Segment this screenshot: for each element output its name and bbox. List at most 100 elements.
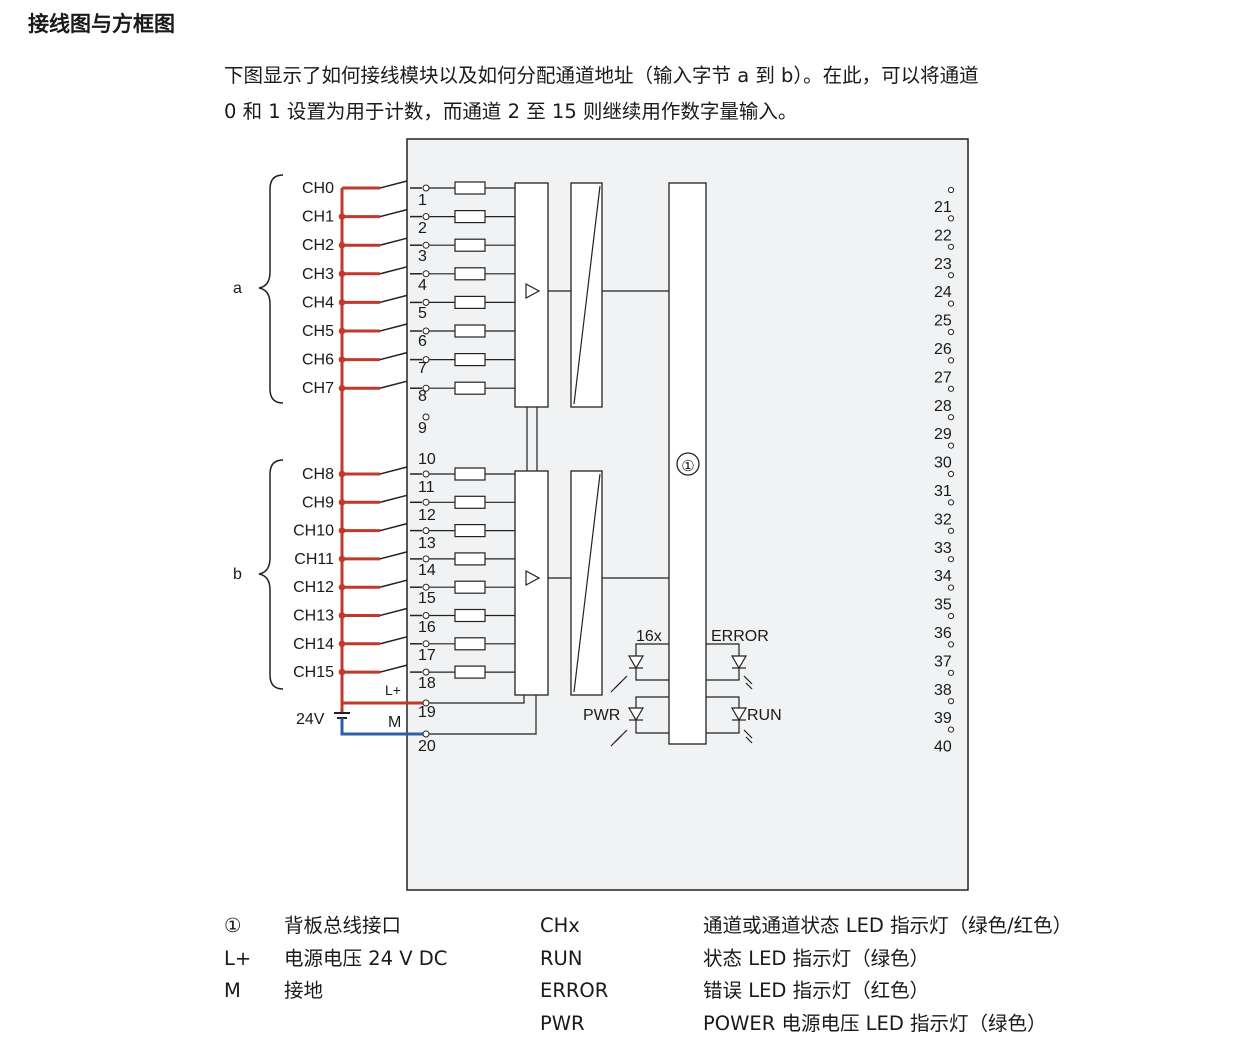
switch-7: [379, 380, 408, 389]
right-terminal-pin-32: [947, 499, 955, 506]
legend-row: L+电源电压 24 V DC: [224, 943, 524, 976]
terminal-pin-10: [422, 527, 430, 535]
right-terminal-number-22: 22: [934, 227, 952, 244]
right-terminal-pin-22: [947, 215, 955, 222]
supply-node-8: [338, 470, 346, 478]
led-error-group: [706, 643, 753, 690]
terminal-pin-18: [422, 699, 430, 707]
right-terminal-number-29: 29: [934, 426, 952, 443]
supply-node-15: [338, 668, 346, 676]
right-terminal-number-25: 25: [934, 313, 952, 330]
channel-label-0: CH0: [302, 180, 334, 197]
terminal-number-8: 8: [418, 388, 427, 405]
channel-label-5: CH5: [302, 323, 334, 340]
channel-label-15: CH15: [293, 664, 334, 681]
switch-2: [379, 237, 408, 246]
terminal-number-3: 3: [418, 248, 427, 265]
terminal-pin-1: [422, 213, 430, 221]
channel-label-11: CH11: [294, 551, 334, 568]
terminal-number-5: 5: [418, 305, 427, 322]
right-terminal-number-27: 27: [934, 369, 952, 386]
right-terminal-pin-31: [947, 470, 955, 478]
right-terminal-pin-25: [947, 300, 955, 307]
right-terminal-number-38: 38: [934, 682, 952, 699]
channel-label-2: CH2: [302, 237, 334, 254]
right-terminal-pin-28: [947, 385, 955, 392]
right-terminal-number-40: 40: [934, 739, 952, 756]
terminal-number-7: 7: [418, 360, 427, 377]
buffer-symbol-b: [525, 569, 541, 587]
section-heading: 接线图与方框图: [28, 12, 175, 36]
terminal-number-11: 11: [418, 479, 435, 496]
led-error-label: ERROR: [711, 628, 769, 645]
legend-term: ERROR: [540, 979, 609, 1002]
right-terminal-number-31: 31: [934, 483, 952, 500]
lplus-internal-line: [426, 695, 525, 704]
right-terminal-number-32: 32: [934, 511, 952, 528]
terminal-number-15: 15: [418, 590, 436, 607]
legend-term: CHx: [540, 914, 580, 937]
channel-label-7: CH7: [302, 380, 334, 397]
right-terminal-pin-24: [947, 272, 955, 279]
terminal-pin-8: [422, 470, 430, 478]
supply-node-2: [338, 241, 346, 249]
input-resistor-6: [454, 353, 486, 367]
legend-symbol: ①: [224, 914, 242, 937]
terminal-number-2: 2: [418, 220, 427, 237]
input-resistor-3: [454, 267, 486, 281]
terminal-strips: 1234567891011121314151617181920212223242…: [418, 186, 955, 756]
legend-text: POWER 电源电压 LED 指示灯（绿色）: [703, 1011, 1047, 1035]
intro-line-1: 下图显示了如何接线模块以及如何分配通道地址（输入字节 a 到 b）。在此，可以将…: [224, 64, 979, 87]
terminal-number-16: 16: [418, 619, 436, 636]
legend-symbol: L+: [224, 946, 252, 970]
led-16x-group: [610, 643, 669, 693]
m-label: M: [388, 714, 401, 731]
input-resistor-13: [454, 608, 486, 623]
terminal-number-10: 10: [418, 451, 436, 468]
right-terminal-pin-35: [947, 584, 955, 591]
terminal-pin-11: [422, 555, 430, 563]
right-terminal-number-21: 21: [934, 199, 952, 216]
right-terminal-number-37: 37: [934, 653, 952, 670]
legend-text: 错误 LED 指示灯（红色）: [703, 979, 930, 1002]
bus-marker-label: ①: [681, 458, 694, 475]
right-terminal-pin-33: [947, 527, 955, 534]
right-terminal-pin-26: [947, 328, 955, 336]
input-resistor-4: [454, 295, 486, 309]
right-terminal-pin-21: [947, 186, 955, 194]
channel-label-1: CH1: [302, 209, 334, 226]
legend-text: 状态 LED 指示灯（绿色）: [703, 946, 930, 970]
right-terminal-number-34: 34: [934, 568, 952, 585]
isolator-a: [570, 182, 603, 408]
legend-term: PWR: [540, 1011, 585, 1035]
input-resistor-1: [454, 210, 486, 224]
right-terminal-pin-27: [947, 357, 955, 364]
switch-13: [379, 607, 408, 617]
input-resistor-11: [454, 552, 486, 566]
terminal-pin-20: [422, 730, 430, 738]
right-terminal-number-35: 35: [934, 597, 952, 614]
channel-label-10: CH10: [293, 523, 334, 540]
input-resistor-0: [454, 181, 486, 195]
right-terminal-number-30: 30: [934, 455, 952, 472]
input-resistor-10: [454, 523, 486, 538]
group-b-label: b: [233, 566, 242, 583]
input-resistor-15: [454, 665, 486, 679]
switch-11: [379, 551, 408, 560]
switch-14: [379, 636, 408, 645]
input-resistor-12: [454, 580, 486, 594]
switch-6: [379, 351, 408, 361]
right-terminal-pin-38: [947, 669, 955, 676]
right-terminal-pin-36: [947, 612, 955, 620]
buffer-symbol-a: [525, 282, 541, 300]
channel-label-8: CH8: [302, 466, 334, 483]
terminal-number-17: 17: [418, 647, 436, 664]
terminal-number-13: 13: [418, 535, 436, 552]
terminal-pin-9: [422, 498, 430, 506]
right-terminal-pin-34: [947, 556, 955, 563]
isolator-b-diagonal: [573, 473, 601, 693]
